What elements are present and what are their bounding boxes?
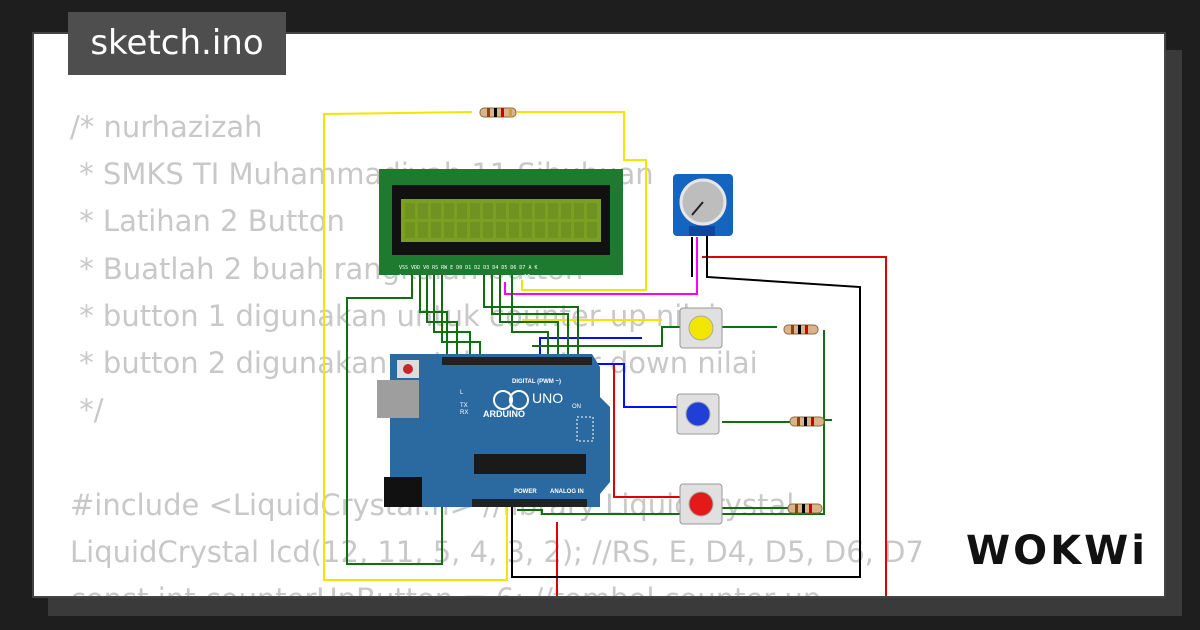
- wire-green: [346, 272, 443, 565]
- project-thumbnail: /* nurhazizah * SMKS TI Muhammadiyah 11 …: [32, 32, 1166, 598]
- lcd-pin-last: 16: [524, 274, 530, 280]
- wokwi-logo: WOKWi: [966, 528, 1148, 574]
- pushbutton-red: [679, 483, 723, 525]
- wire-green: [517, 330, 825, 515]
- pushbutton-yellow: [679, 307, 723, 349]
- rx-led-label: RX: [460, 410, 468, 416]
- file-tab: sketch.ino: [68, 12, 286, 75]
- wire-magenta: [504, 237, 698, 295]
- potentiometer: [673, 174, 733, 236]
- l-led-label: L: [460, 390, 464, 396]
- wire-red: [702, 256, 887, 596]
- arduino-uno: ARDUINO UNO DIGITAL (PWM ~) POWER ANALOG…: [377, 354, 610, 507]
- power-header-label: POWER: [514, 489, 537, 495]
- resistor-2: [789, 416, 825, 427]
- lcd-pin-labels: VSS VDD V0 RS RW E D0 D1 D2 D3 D4 D5 D6 …: [399, 265, 537, 271]
- on-led-label: ON: [572, 404, 581, 410]
- wire-green: [499, 272, 559, 358]
- digital-header-label: DIGITAL (PWM ~): [512, 379, 561, 385]
- lcd-1602: VSS VDD V0 RS RW E D0 D1 D2 D3 D4 D5 D6 …: [379, 169, 623, 280]
- wire-green: [491, 272, 569, 358]
- analog-header-label: ANALOG IN: [550, 489, 584, 495]
- arduino-model: UNO: [532, 390, 563, 406]
- arduino-brand: ARDUINO: [483, 409, 525, 419]
- lcd-pin-first: 1: [399, 274, 402, 280]
- resistor-top: [479, 107, 517, 118]
- resistor-1: [783, 324, 819, 335]
- code-line: const int counterUpButton = 6; //tombol …: [70, 576, 924, 596]
- wire-green: [433, 272, 471, 358]
- wire-black: [511, 232, 861, 578]
- resistor-3: [787, 503, 823, 514]
- code-line: * Latihan 2 Button: [70, 204, 345, 239]
- code-line: /* nurhazizah: [70, 110, 263, 144]
- circuit-diagram: VSS VDD V0 RS RW E D0 D1 D2 D3 D4 D5 D6 …: [323, 107, 887, 596]
- wire-yellow: [517, 111, 647, 291]
- tx-led-label: TX: [460, 403, 468, 409]
- wire-green: [441, 272, 481, 358]
- wire-yellow: [323, 111, 508, 581]
- code-line: */: [70, 393, 104, 428]
- pushbutton-blue: [676, 393, 720, 435]
- wire-blue: [592, 363, 677, 408]
- wire-green: [483, 272, 579, 358]
- wire-blue: [539, 337, 642, 358]
